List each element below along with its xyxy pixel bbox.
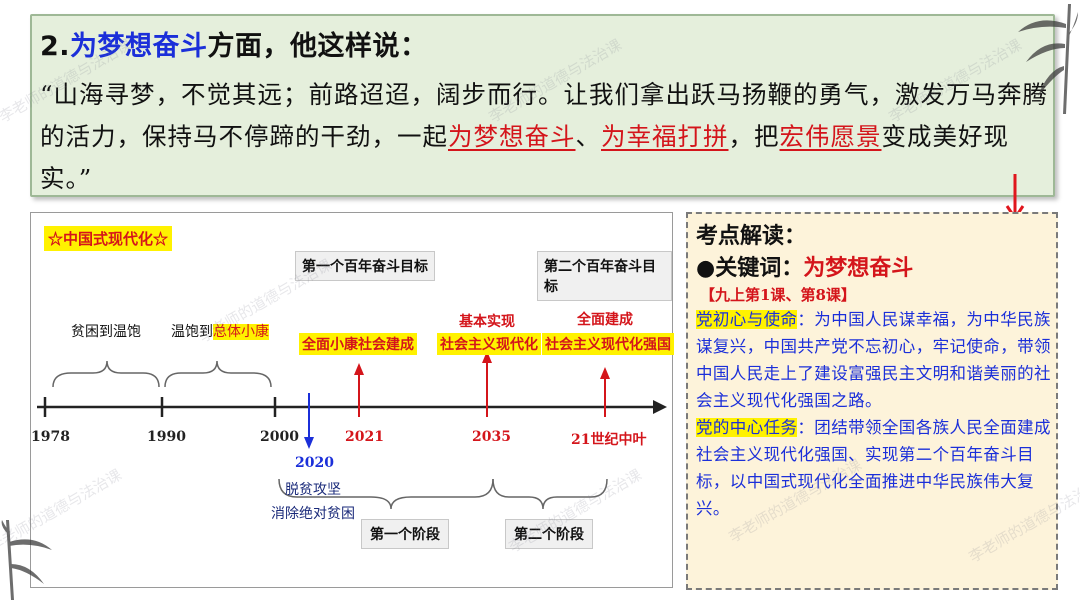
year-2020: 2020 (295, 455, 334, 471)
phase-poverty-to-subsistence: 贫困到温饱 (71, 324, 141, 340)
quote-box: 2.为梦想奋斗方面，他这样说： “山海寻梦，不觉其远；前路迢迢，阔步而行。让我们… (30, 14, 1055, 197)
exam-point-panel: 考点解读： ●关键词：为梦想奋斗 【九上第1课、第8课】 党初心与使命：为中国人… (686, 212, 1058, 590)
heading-highlight: 为梦想奋斗 (70, 31, 208, 62)
modernization-timeline: ☆中国式现代化☆ 第一个百年奋斗目标 第二个百年奋斗目标 贫困到温饱 温饱到总体… (30, 212, 674, 588)
lesson-reference: 【九上第1课、第8课】 (700, 286, 856, 304)
year-2035: 2035 (472, 429, 511, 445)
term-central-task-text: ：团结带领全国各族人民全面建成社会主义现代化强国、实现第二个百年奋斗目标，以中国… (696, 418, 1051, 518)
milestone-mid-line2: 社会主义现代化强国 (542, 333, 674, 355)
timeline-axis-arrowhead (653, 400, 667, 414)
stage-first: 第一个阶段 (361, 519, 449, 549)
quote-text: “山海寻梦，不觉其远；前路迢迢，阔步而行。让我们拿出跃马扬鞭的勇气，激发万马奔腾… (40, 74, 1050, 200)
phase-subsistence-to-moderate: 温饱到总体小康 (171, 321, 269, 341)
quote-keyword-happiness: 为幸福打拼 (601, 122, 729, 151)
keyword-label: ●关键词： (696, 256, 804, 281)
quote-part-1: “山海寻梦，不觉其远；前路迢迢，阔步而行。让我们拿出跃马扬鞭的勇气，激发万马奔腾… (40, 80, 1049, 151)
timeline-title: ☆中国式现代化☆ (44, 226, 173, 251)
section-heading: 2.为梦想奋斗方面，他这样说： (40, 24, 428, 63)
brace-phase-2 (164, 360, 272, 388)
year-1990: 1990 (147, 429, 186, 445)
phase-2-highlight: 总体小康 (213, 324, 269, 340)
exam-point-title: 考点解读： (696, 224, 807, 249)
term-mission-text: ：为中国人民谋幸福，为中华民族谋复兴，中国共产党不忘初心，牢记使命，带领中国人民… (696, 310, 1051, 410)
quote-keyword-dream: 为梦想奋斗 (448, 122, 576, 151)
heading-suffix: 方面，他这样说： (207, 31, 428, 62)
brace-stage-2 (492, 478, 608, 510)
term-central-task: 党的中心任务 (696, 418, 798, 437)
quote-part-2: ，把 (728, 122, 780, 151)
year-2000: 2000 (260, 429, 299, 445)
timeline-graphics (37, 351, 667, 510)
quote-separator: 、 (575, 122, 601, 151)
brace-stage-1 (278, 478, 494, 510)
term-mission: 党初心与使命 (696, 310, 798, 329)
milestone-2035-line1: 基本实现 (459, 314, 515, 330)
year-2021: 2021 (345, 429, 384, 445)
milestone-2021: 全面小康社会建成 (299, 333, 417, 355)
brace-phase-1 (52, 360, 160, 388)
bamboo-decoration-icon (1018, 4, 1078, 114)
quote-part-3: 变成美好现实。” (40, 122, 1009, 193)
heading-number: 2. (40, 31, 71, 62)
year-mid-century: 21世纪中叶 (571, 432, 647, 448)
poverty-alleviation-line2: 消除绝对贫困 (271, 506, 355, 522)
goal-first-centenary: 第一个百年奋斗目标 (295, 251, 435, 281)
phase-2-prefix: 温饱到 (171, 324, 213, 340)
goal-second-centenary: 第二个百年奋斗目标 (537, 251, 672, 301)
milestone-2035-line2: 社会主义现代化 (437, 333, 541, 355)
stage-second: 第二个阶段 (505, 519, 593, 549)
keyword-value: 为梦想奋斗 (803, 256, 914, 281)
poverty-alleviation-line1: 脱贫攻坚 (285, 482, 341, 498)
exam-point-body: 党初心与使命：为中国人民谋幸福，为中华民族谋复兴，中国共产党不忘初心，牢记使命，… (696, 306, 1054, 522)
keyword-line: ●关键词：为梦想奋斗 (696, 250, 913, 282)
milestone-mid-line1: 全面建成 (577, 312, 633, 328)
quote-keyword-vision: 宏伟愿景 (779, 122, 882, 151)
year-1978: 1978 (31, 429, 70, 445)
bamboo-decoration-icon (1, 520, 52, 600)
